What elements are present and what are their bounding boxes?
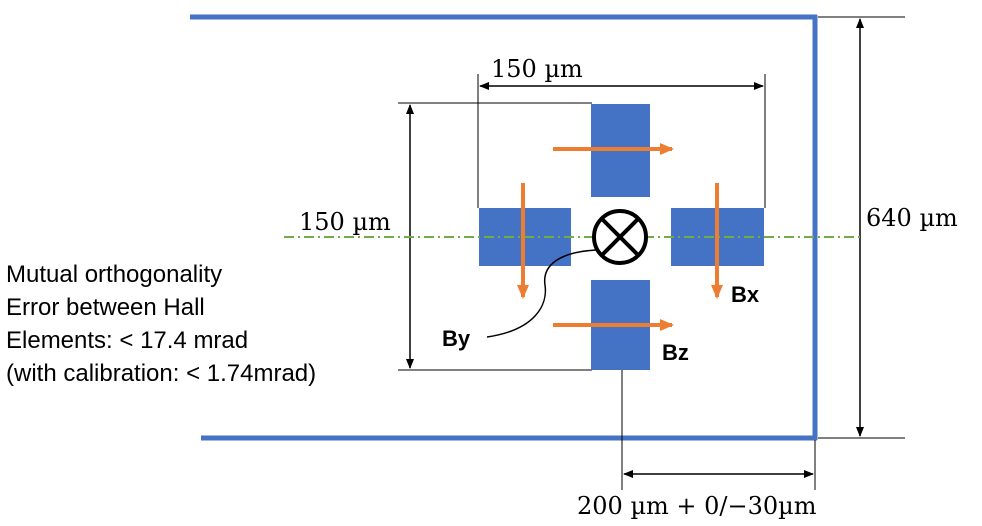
bx-label: Bx xyxy=(731,282,760,307)
dim-left-label: 150 µm xyxy=(299,208,391,236)
note-line-1: Mutual orthogonality xyxy=(6,261,223,288)
into-page-cross-circle-icon xyxy=(592,209,648,265)
note-line-2: Error between Hall xyxy=(6,294,205,321)
dim-top-label: 150 µm xyxy=(491,55,583,83)
by-label: By xyxy=(442,326,471,351)
frame-bracket xyxy=(190,14,818,441)
field-arrows xyxy=(517,143,723,331)
dim-right-label: 640 µm xyxy=(866,204,958,232)
orthogonality-note: Mutual orthogonality Error between Hall … xyxy=(6,258,316,390)
by-leader-curve xyxy=(486,249,597,338)
bz-label: Bz xyxy=(662,340,689,365)
note-line-3: Elements: < 17.4 mrad xyxy=(6,327,249,354)
dim-bottom-label: 200 µm + 0/−30µm xyxy=(577,492,817,520)
extension-lines xyxy=(398,16,905,490)
note-line-4: (with calibration: < 1.74mrad) xyxy=(6,360,317,387)
